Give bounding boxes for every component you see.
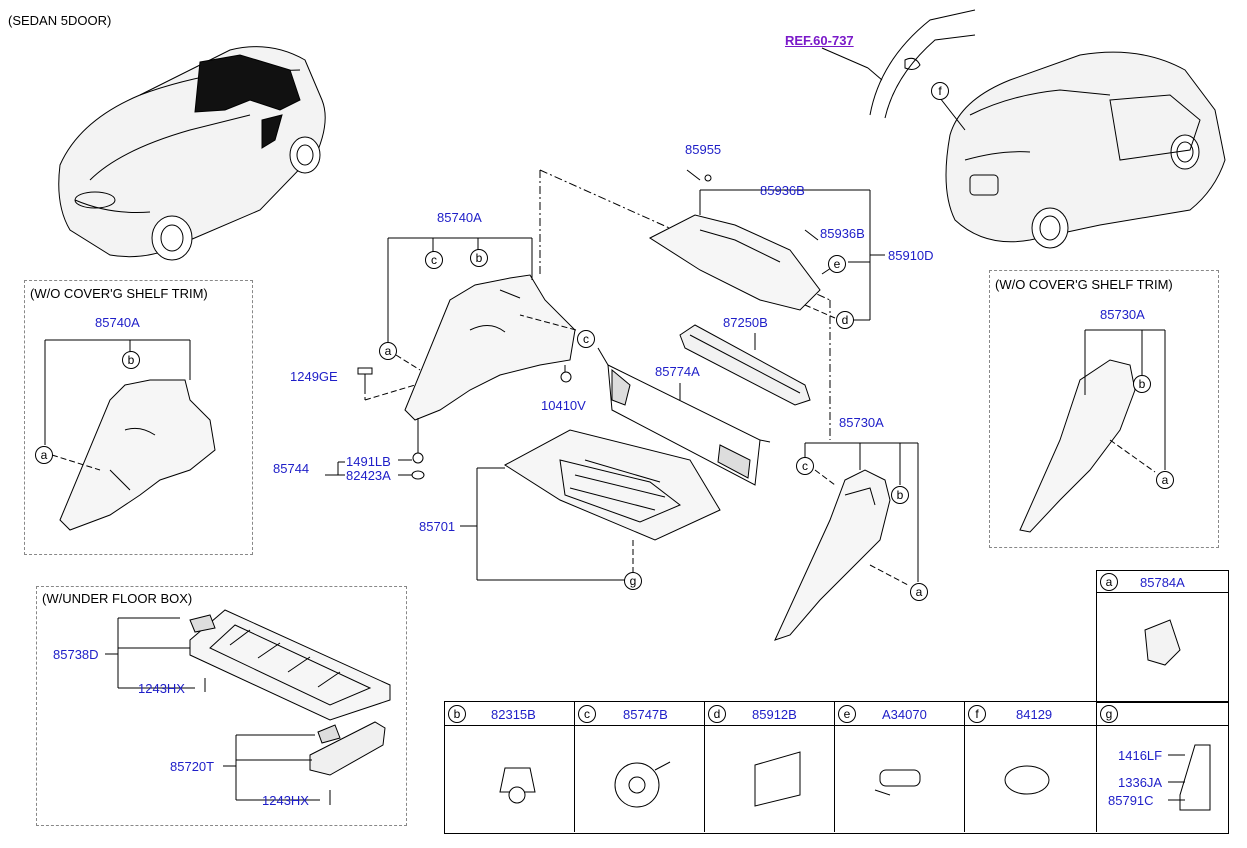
part-87250B[interactable]: 87250B <box>723 315 768 330</box>
callout-b-right-wo: b <box>1133 375 1151 393</box>
car-front-illustration <box>58 46 326 261</box>
legend-part-g-3[interactable]: 85791C <box>1108 793 1154 808</box>
legend-letter-a: a <box>1100 573 1118 591</box>
part-85936B-mid[interactable]: 85936B <box>820 226 865 241</box>
legend-letter-c: c <box>578 705 596 723</box>
group-box-right-wo <box>989 270 1219 548</box>
cargo-net <box>597 347 771 486</box>
legend-cell-a <box>1096 570 1229 703</box>
part-1243HX-a[interactable]: 1243HX <box>138 681 185 696</box>
legend-letter-f: f <box>968 705 986 723</box>
reference-label[interactable]: REF.60-737 <box>785 33 854 48</box>
car-rear-illustration <box>821 9 1226 249</box>
part-10410V[interactable]: 10410V <box>541 398 586 413</box>
part-1243HX-b[interactable]: 1243HX <box>262 793 309 808</box>
legend-part-f[interactable]: 84129 <box>1016 707 1053 722</box>
legend-letter-d: d <box>708 705 726 723</box>
trunk-sill-trim <box>679 324 811 406</box>
callout-c-right: c <box>796 457 814 475</box>
group-box-floor-box <box>36 586 407 826</box>
legend-letter-g: g <box>1100 705 1118 723</box>
legend-part-g-2[interactable]: 1336JA <box>1118 775 1163 790</box>
legend-header-row <box>444 701 1228 726</box>
section-title-floor-box: (W/UNDER FLOOR BOX) <box>42 591 193 606</box>
legend-part-c[interactable]: 85747B <box>623 707 668 722</box>
callout-a-left: a <box>35 446 53 464</box>
part-85720T[interactable]: 85720T <box>170 759 215 774</box>
legend-table <box>444 701 1229 834</box>
legend-divider-3 <box>834 701 835 832</box>
callout-f: f <box>931 82 949 100</box>
callout-a-right-main: a <box>910 583 928 601</box>
legend-letter-b: b <box>448 705 466 723</box>
legend-divider-4 <box>964 701 965 832</box>
legend-part-d[interactable]: 85912B <box>752 707 797 722</box>
callout-a-main: a <box>379 342 397 360</box>
part-1491LB[interactable]: 1491LB <box>346 454 391 469</box>
legend-header-a <box>1096 570 1228 593</box>
quarter-trim-left-wo <box>44 339 216 531</box>
legend-divider-5 <box>1096 701 1097 832</box>
legend-part-e[interactable]: A34070 <box>882 707 927 722</box>
part-85740A-main[interactable]: 85740A <box>437 210 482 225</box>
part-85730A-right[interactable]: 85730A <box>1100 307 1145 322</box>
legend-part-a[interactable]: 85784A <box>1140 575 1185 590</box>
legend-part-b[interactable]: 82315B <box>491 707 536 722</box>
quarter-trim-right-main <box>774 442 919 641</box>
callout-b-left: b <box>122 351 140 369</box>
part-1249GE[interactable]: 1249GE <box>290 369 338 384</box>
callout-a-right-wo: a <box>1156 471 1174 489</box>
quarter-trim-right-wo <box>1019 329 1166 533</box>
group-box-left-wo <box>24 280 253 555</box>
part-85738D[interactable]: 85738D <box>53 647 99 662</box>
callout-d-shelf: d <box>836 311 854 329</box>
section-title-left-wo: (W/O COVER'G SHELF TRIM) <box>30 286 208 301</box>
callout-b-main: b <box>470 249 488 267</box>
quarter-trim-left-main <box>364 169 831 455</box>
covering-shelf <box>648 169 885 321</box>
callout-c-main: c <box>425 251 443 269</box>
part-85744[interactable]: 85744 <box>273 461 310 476</box>
fastener-icons <box>325 367 572 480</box>
callout-e-shelf: e <box>828 255 846 273</box>
variant-label: (SEDAN 5DOOR) <box>8 13 112 28</box>
callout-g-floor: g <box>624 572 642 590</box>
legend-icons <box>499 619 1211 811</box>
part-85701[interactable]: 85701 <box>419 519 456 534</box>
callout-b-right-main: b <box>891 486 909 504</box>
section-title-right-wo: (W/O COVER'G SHELF TRIM) <box>995 277 1173 292</box>
part-82423A[interactable]: 82423A <box>346 468 391 483</box>
part-85730A-main[interactable]: 85730A <box>839 415 884 430</box>
legend-letter-e: e <box>838 705 856 723</box>
part-85936B-top[interactable]: 85936B <box>760 183 805 198</box>
under-floor-box <box>105 609 391 805</box>
legend-part-g-1[interactable]: 1416LF <box>1118 748 1163 763</box>
legend-divider-2 <box>704 701 705 832</box>
luggage-floor-covering <box>460 429 721 581</box>
part-85774A[interactable]: 85774A <box>655 364 700 379</box>
part-85910D[interactable]: 85910D <box>888 248 934 263</box>
part-85740A-left[interactable]: 85740A <box>95 315 140 330</box>
legend-divider-1 <box>574 701 575 832</box>
part-85955[interactable]: 85955 <box>685 142 722 157</box>
callout-c-trim: c <box>577 330 595 348</box>
